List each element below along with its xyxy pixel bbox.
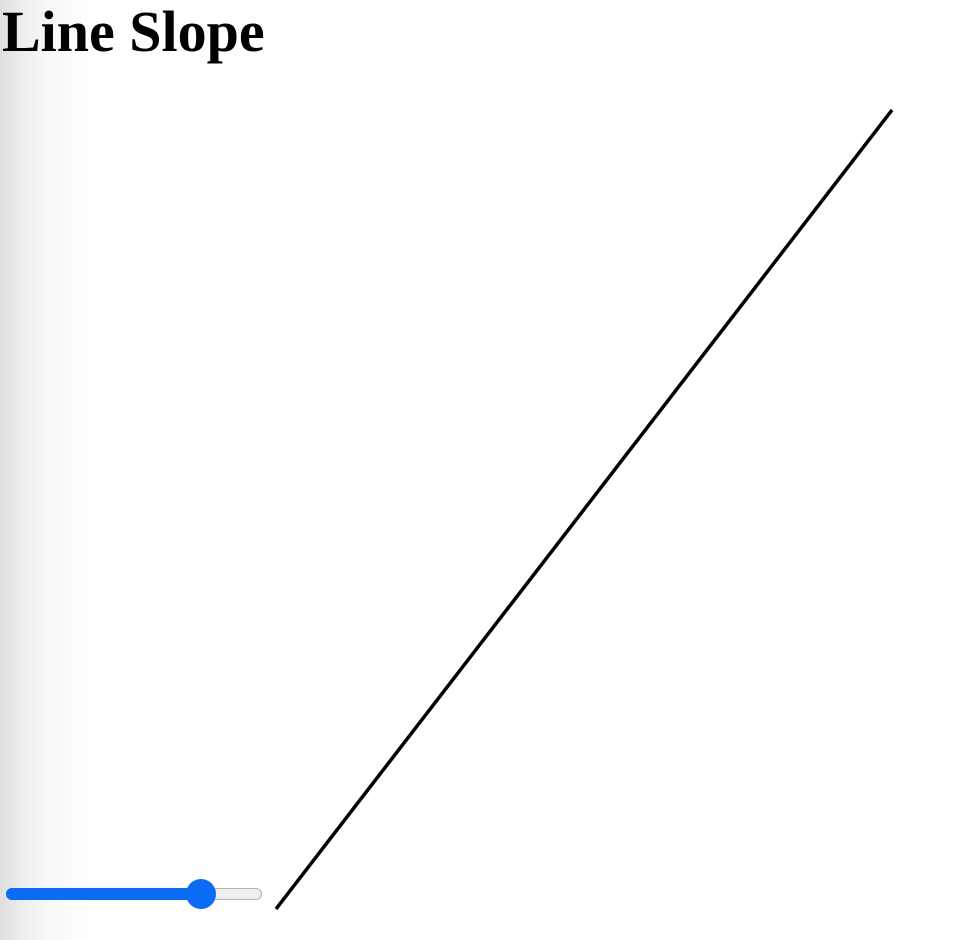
page-title: Line Slope xyxy=(2,0,265,64)
left-edge-shadow xyxy=(0,0,90,940)
slope-line xyxy=(274,108,894,911)
slider-thumb[interactable] xyxy=(185,879,216,909)
slider-fill xyxy=(6,888,201,900)
slope-slider[interactable] xyxy=(0,878,270,910)
slope-canvas xyxy=(274,108,894,911)
